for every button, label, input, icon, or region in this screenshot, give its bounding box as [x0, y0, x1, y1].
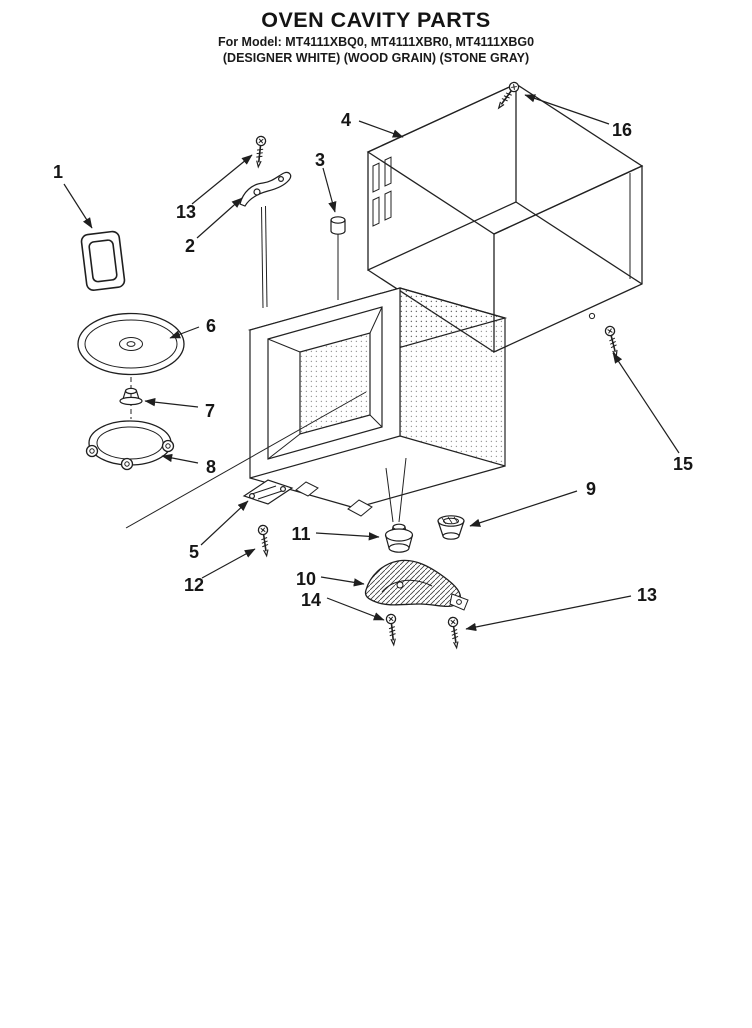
part-10-support-drawing: [364, 559, 469, 611]
part-14-screw-drawing: [385, 613, 400, 647]
part-3-stub-drawing: [330, 216, 346, 300]
part-4-outer-case-drawing: [366, 82, 644, 354]
diagram-header: OVEN CAVITY PARTS For Model: MT4111XBQ0,…: [0, 8, 752, 65]
part-12-screw-drawing: [257, 524, 272, 558]
finish-line: (DESIGNER WHITE) (WOOD GRAIN) (STONE GRA…: [222, 51, 530, 65]
page-title: OVEN CAVITY PARTS: [261, 8, 491, 32]
part-13-screw-top-drawing: [252, 135, 267, 169]
callout-7: 7: [205, 401, 215, 421]
part-11-motor-drawing: [384, 523, 414, 553]
callout-4: 4: [341, 110, 351, 130]
callout-16: 16: [612, 120, 632, 140]
part-1-frame-drawing: [80, 230, 126, 291]
stud-axis-lines: [261, 205, 268, 309]
part-9-grommet-drawing: [437, 515, 465, 540]
callout-5: 5: [189, 542, 199, 562]
part-15-screw-drawing: [603, 324, 622, 359]
part-2-bracket-drawing: [239, 171, 292, 207]
model-line: For Model: MT4111XBQ0, MT4111XBR0, MT411…: [217, 35, 535, 49]
part-6-turntable-tray-drawing: [77, 312, 185, 376]
callout-12: 12: [184, 575, 204, 595]
callout-6: 6: [206, 316, 216, 336]
part-8-roller-ring-drawing: [85, 420, 175, 471]
oven-cavity-drawing: [247, 287, 508, 523]
callout-13-bottom: 13: [637, 585, 657, 605]
callout-13-top: 13: [176, 202, 196, 222]
callout-1: 1: [53, 162, 63, 182]
callout-11: 11: [291, 524, 310, 544]
part-13-screw-bottom-drawing: [447, 616, 462, 650]
callout-8: 8: [206, 457, 216, 477]
assembly-guide-line: [125, 391, 367, 529]
callout-2: 2: [185, 236, 195, 256]
callout-arrows: [63, 94, 680, 632]
part-7-coupler-drawing: [119, 387, 143, 406]
callout-3: 3: [315, 150, 325, 170]
part-5-bracket-drawing: [242, 479, 294, 505]
callout-10: 10: [296, 569, 316, 589]
callout-14: 14: [301, 590, 321, 610]
callout-9: 9: [586, 479, 596, 499]
callout-15: 15: [673, 454, 693, 474]
